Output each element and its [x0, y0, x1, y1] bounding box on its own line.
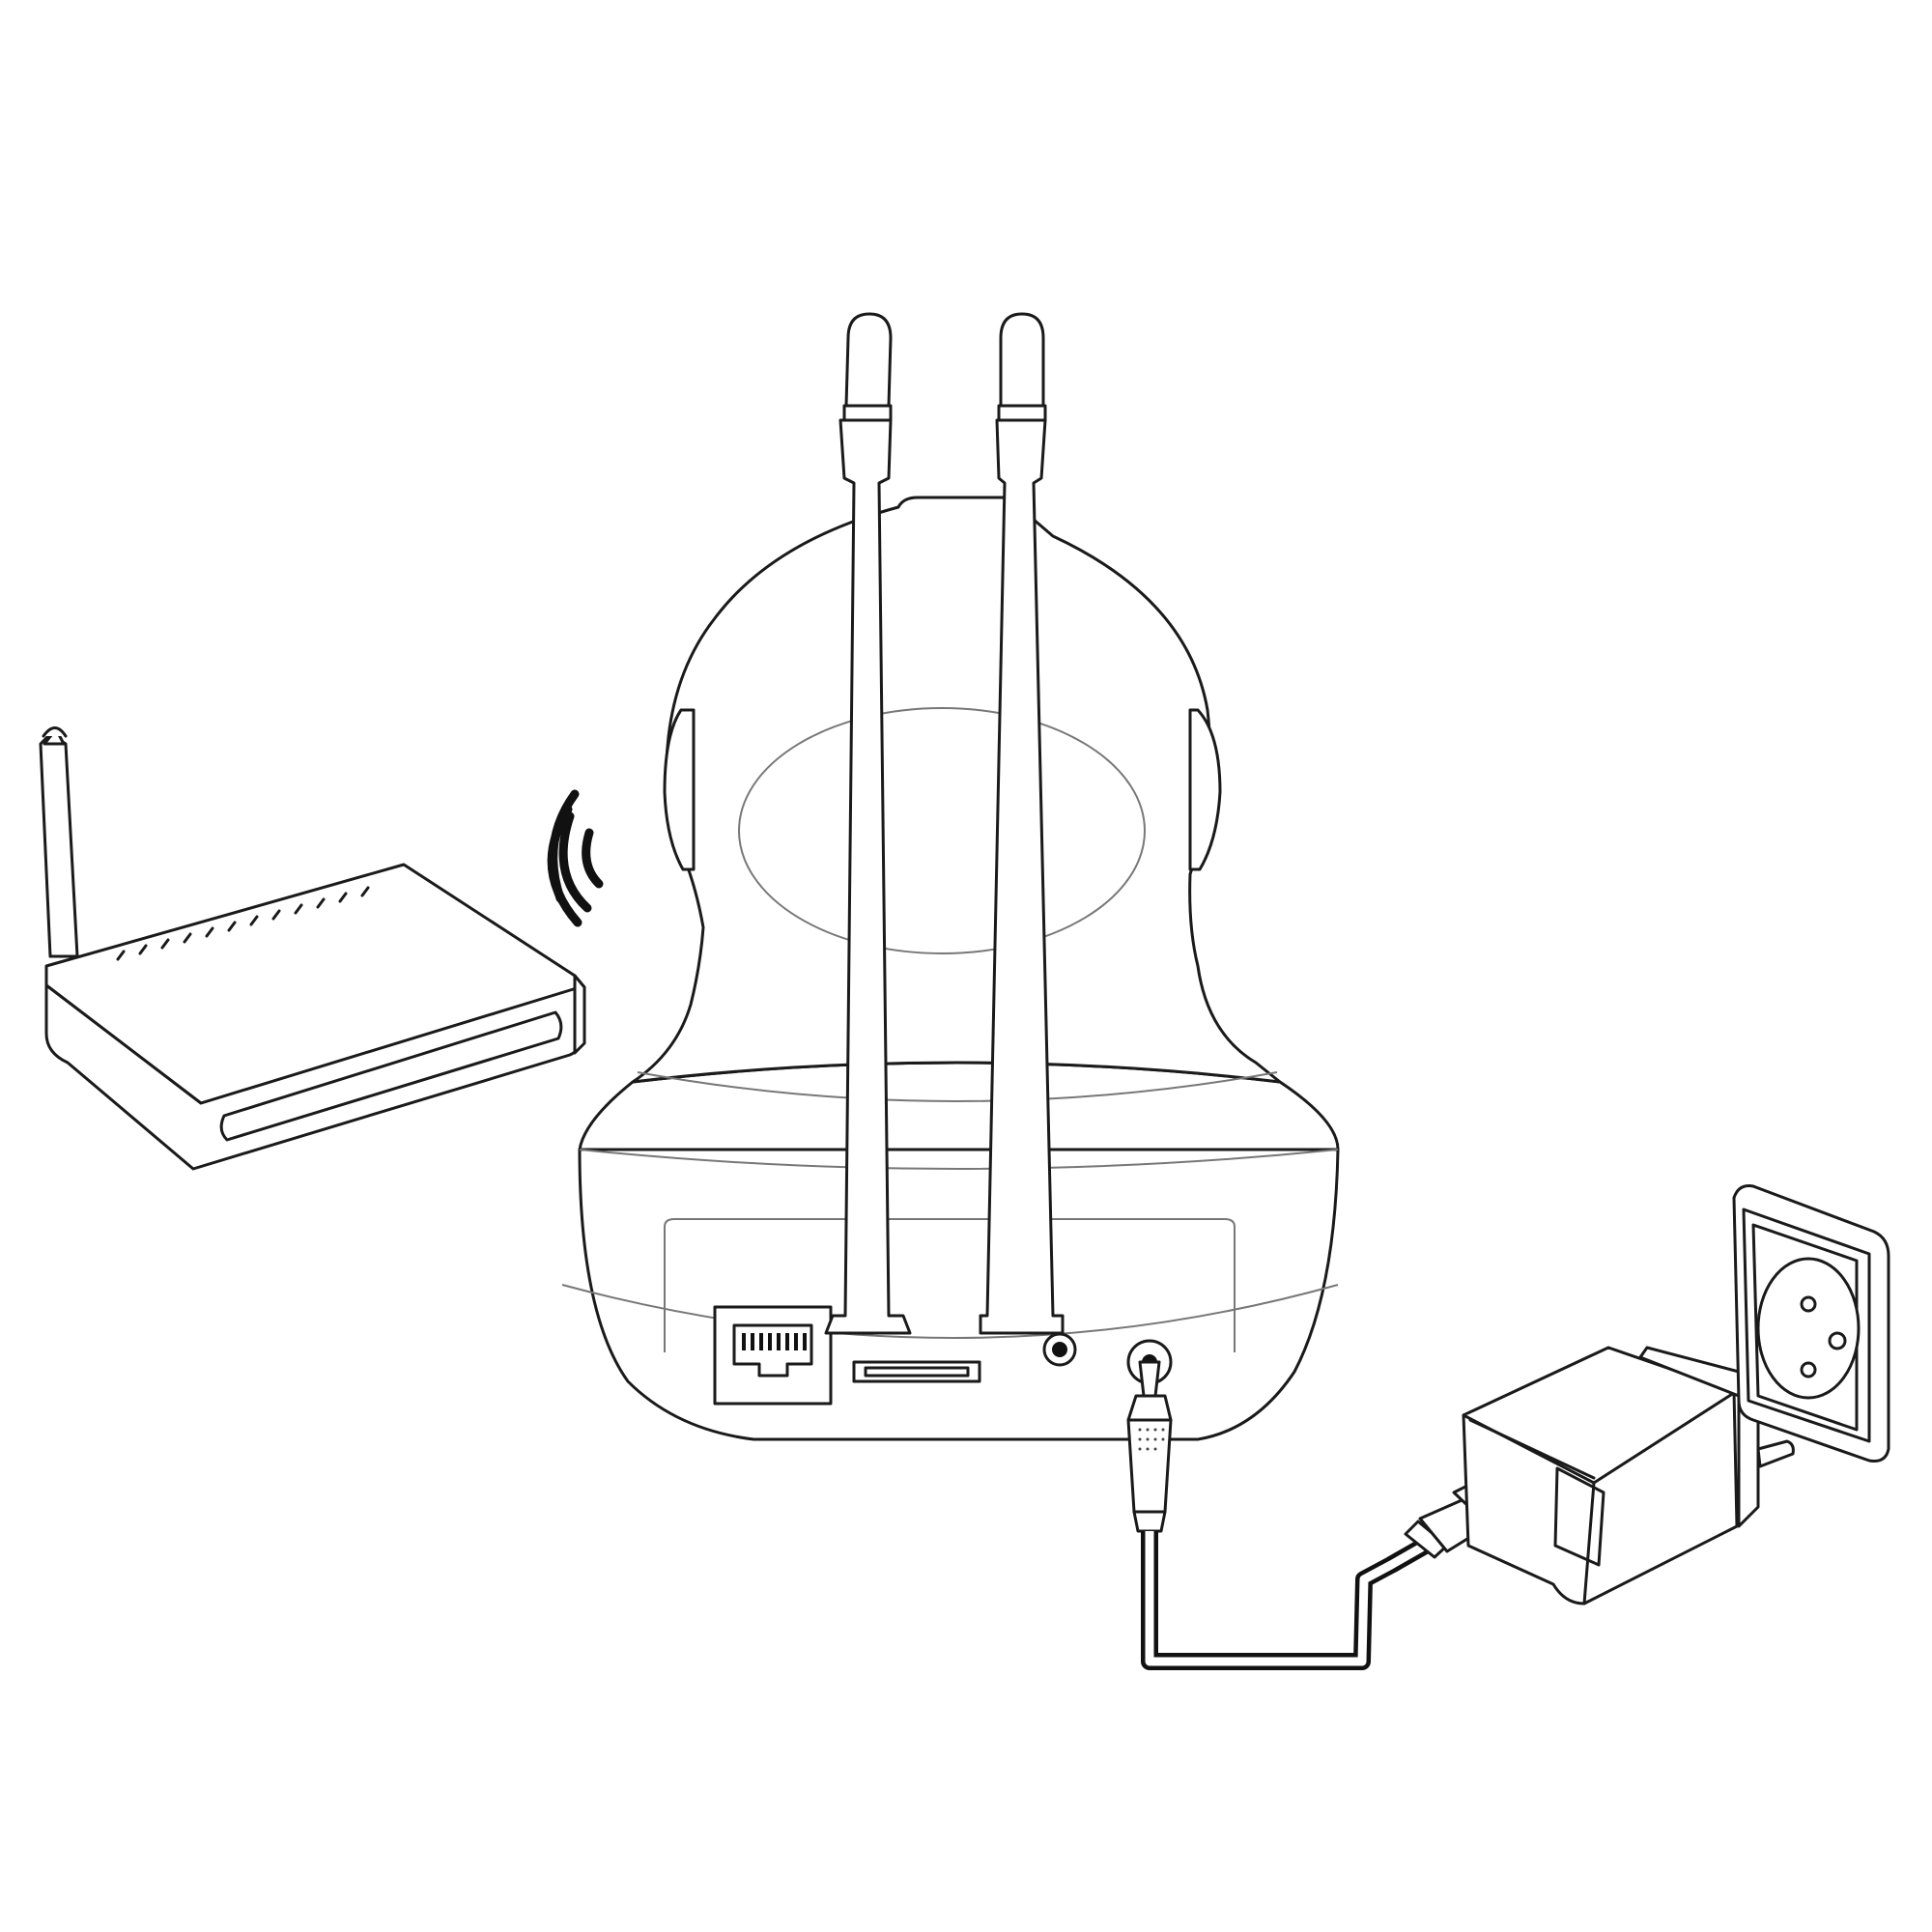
ptz-camera-icon [561, 312, 1340, 1441]
ethernet-port-icon [713, 1305, 833, 1406]
sd-card-slot-icon [852, 1360, 981, 1383]
antenna-right-icon [979, 312, 1065, 1335]
reset-button-icon [1042, 1332, 1077, 1367]
power-outlet-icon [1732, 1184, 1890, 1463]
router-icon [39, 726, 586, 1171]
router-led-row [116, 886, 370, 961]
usb-charger-icon [1462, 1346, 1795, 1605]
antenna-left-icon [824, 312, 912, 1335]
wifi-waves-clean [570, 811, 639, 956]
wifi-waves-icon [547, 789, 604, 927]
